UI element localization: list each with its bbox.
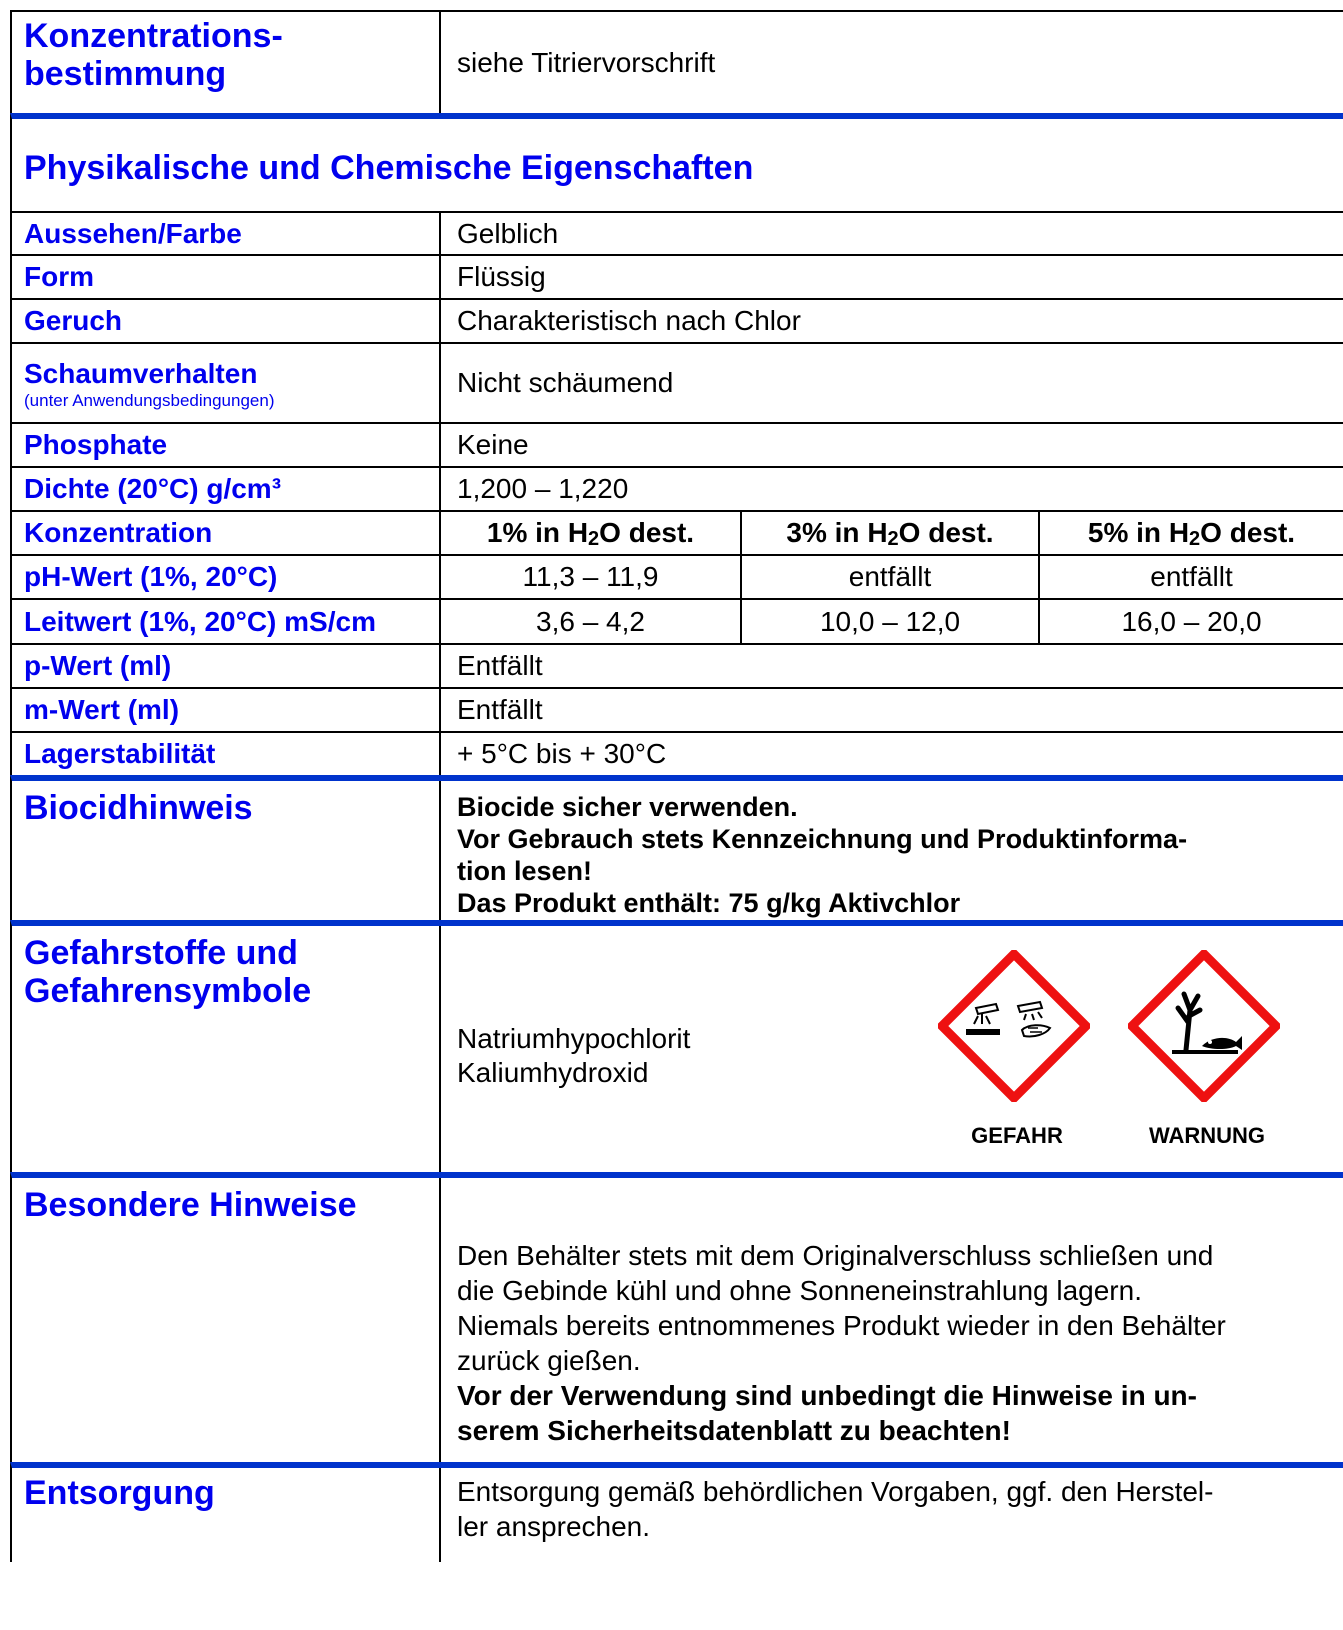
konzentrationsbestimmung-label-line1: Konzentrations- [24, 17, 283, 55]
gefahr-substances: Natriumhypochlorit Kaliumhydroxid [441, 926, 1343, 1172]
row-gefahrstoffe: Gefahrstoffe und Gefahrensymbole Natrium… [10, 920, 1343, 1172]
property-sublabel: (unter Anwendungsbedingungen) [24, 390, 275, 410]
property-label-schaum: Schaumverhalten (unter Anwendungsbedingu… [12, 344, 441, 422]
property-label: p-Wert (ml) [12, 645, 441, 687]
hinweise-line: Den Behälter stets mit dem Originalversc… [457, 1240, 1214, 1271]
entsorgung-text: Entsorgung gemäß behördlichen Vorgaben, … [441, 1468, 1343, 1562]
row-dichte: Dichte (20°C) g/cm³ 1,200 – 1,220 [10, 466, 1343, 510]
property-label: Dichte (20°C) g/cm³ [12, 468, 441, 510]
property-value: Entfällt [457, 650, 543, 681]
gefahr-label: Gefahrstoffe und Gefahrensymbole [12, 926, 441, 1172]
ph-value: entfällt [1150, 561, 1233, 592]
konzentrationsbestimmung-label-line2: bestimmung [24, 55, 227, 93]
corrosive-icon [938, 950, 1090, 1102]
property-value: Gelblich [457, 217, 559, 249]
property-value: Keine [457, 429, 529, 460]
substance-name: Natriumhypochlorit [457, 1023, 691, 1054]
hinweise-label: Besondere Hinweise [12, 1178, 441, 1462]
warnung-caption: WARNUNG [1148, 1123, 1266, 1148]
row-phosphate: Phosphate Keine [10, 422, 1343, 466]
hinweise-bold-line: Vor der Verwendung sind unbedingt die Hi… [457, 1380, 1197, 1411]
hinweise-line: zurück gießen. [457, 1345, 641, 1376]
property-value: Charakteristisch nach Chlor [457, 305, 801, 336]
hinweise-text: Den Behälter stets mit dem Originalversc… [441, 1178, 1343, 1462]
section-title: Physikalische und Chemische Eigenschafte… [24, 148, 754, 187]
hinweise-line: Niemals bereits entnommenes Produkt wied… [457, 1310, 1226, 1341]
leitwert-label: Leitwert (1%, 20°C) mS/cm [12, 600, 441, 643]
property-value: 1,200 – 1,220 [457, 473, 629, 504]
row-ph-wert: pH-Wert (1%, 20°C) 11,3 – 11,9 entfällt … [10, 554, 1343, 598]
property-label: m-Wert (ml) [12, 689, 441, 731]
header-text: O dest. [1200, 517, 1296, 548]
konzentrationsbestimmung-label: Konzentrations- bestimmung [12, 12, 441, 113]
biocid-line: tion lesen! [457, 856, 593, 886]
biocid-line: Vor Gebrauch stets Kennzeichnung und Pro… [457, 824, 1188, 854]
header-text: 1% in H [486, 517, 589, 548]
entsorgung-line: Entsorgung gemäß behördlichen Vorgaben, … [457, 1476, 1214, 1507]
row-entsorgung: Entsorgung Entsorgung gemäß behördlichen… [10, 1462, 1343, 1562]
header-text: 3% in H [786, 517, 888, 548]
row-leitwert: Leitwert (1%, 20°C) mS/cm 3,6 – 4,2 10,0… [10, 598, 1343, 643]
property-label: Lagerstabilität [12, 733, 441, 775]
konzentrationsbestimmung-value: siehe Titriervorschrift [457, 46, 716, 78]
header-text: O dest. [599, 517, 695, 548]
biocid-label: Biocidhinweis [12, 781, 441, 920]
property-label: Form [12, 256, 441, 298]
konzentration-label: Konzentration [12, 512, 441, 554]
biocid-line: Biocide sicher verwenden. [457, 792, 798, 822]
row-biocidhinweis: Biocidhinweis Biocide sicher verwenden. … [10, 775, 1343, 920]
leitwert-value: 16,0 – 20,0 [1121, 605, 1262, 637]
property-label: Geruch [12, 300, 441, 342]
substance-name: Kaliumhydroxid [457, 1057, 649, 1088]
property-value: Entfällt [457, 694, 543, 725]
header-text: O dest. [898, 517, 994, 548]
row-geruch: Geruch Charakteristisch nach Chlor [10, 298, 1343, 342]
property-value: Nicht schäumend [457, 367, 674, 398]
property-value: Flüssig [457, 261, 546, 292]
property-label: Aussehen/Farbe [12, 213, 441, 254]
row-aussehen: Aussehen/Farbe Gelblich [10, 211, 1343, 254]
leitwert-value: 3,6 – 4,2 [441, 600, 742, 643]
biocid-text: Biocide sicher verwenden. Vor Gebrauch s… [441, 781, 1343, 920]
gefahr-caption: GEFAHR [971, 1123, 1063, 1148]
leitwert-value: 10,0 – 12,0 [742, 600, 1040, 643]
hinweise-bold-line: serem Sicherheitsdatenblatt zu beachten! [457, 1415, 1011, 1446]
row-form: Form Flüssig [10, 254, 1343, 298]
row-lagerstabilitaet: Lagerstabilität + 5°C bis + 30°C [10, 731, 1343, 775]
header-subscript: 2 [887, 527, 899, 550]
product-datasheet: Konzentrations- bestimmung siehe Titrier… [10, 10, 1343, 1630]
row-m-wert: m-Wert (ml) Entfällt [10, 687, 1343, 731]
header-subscript: 2 [588, 527, 600, 550]
environment-icon [1128, 950, 1280, 1102]
header-text: 5% in H [1087, 517, 1190, 548]
property-value: + 5°C bis + 30°C [457, 738, 667, 769]
hinweise-line: die Gebinde kühl und ohne Sonneneinstrah… [457, 1275, 1142, 1306]
row-konzentrationsbestimmung: Konzentrations- bestimmung siehe Titrier… [10, 10, 1343, 113]
ph-label: pH-Wert (1%, 20°C) [12, 556, 441, 598]
header-subscript: 2 [1189, 527, 1201, 550]
row-p-wert: p-Wert (ml) Entfällt [10, 643, 1343, 687]
property-label: Phosphate [12, 424, 441, 466]
row-schaumverhalten: Schaumverhalten (unter Anwendungsbedingu… [10, 342, 1343, 422]
ph-value: 11,3 – 11,9 [441, 556, 742, 598]
ph-value: entfällt [742, 556, 1040, 598]
gefahr-label-line2: Gefahrensymbole [24, 972, 312, 1010]
row-besondere-hinweise: Besondere Hinweise Den Behälter stets mi… [10, 1172, 1343, 1462]
biocid-line: Das Produkt enthält: 75 g/kg Aktivchlor [457, 888, 961, 918]
property-label: Schaumverhalten [24, 357, 258, 389]
entsorgung-label: Entsorgung [12, 1468, 441, 1562]
gefahr-label-line1: Gefahrstoffe und [24, 934, 298, 972]
section-physikalisch: Physikalische und Chemische Eigenschafte… [10, 113, 1343, 211]
entsorgung-line: ler ansprechen. [457, 1511, 651, 1542]
